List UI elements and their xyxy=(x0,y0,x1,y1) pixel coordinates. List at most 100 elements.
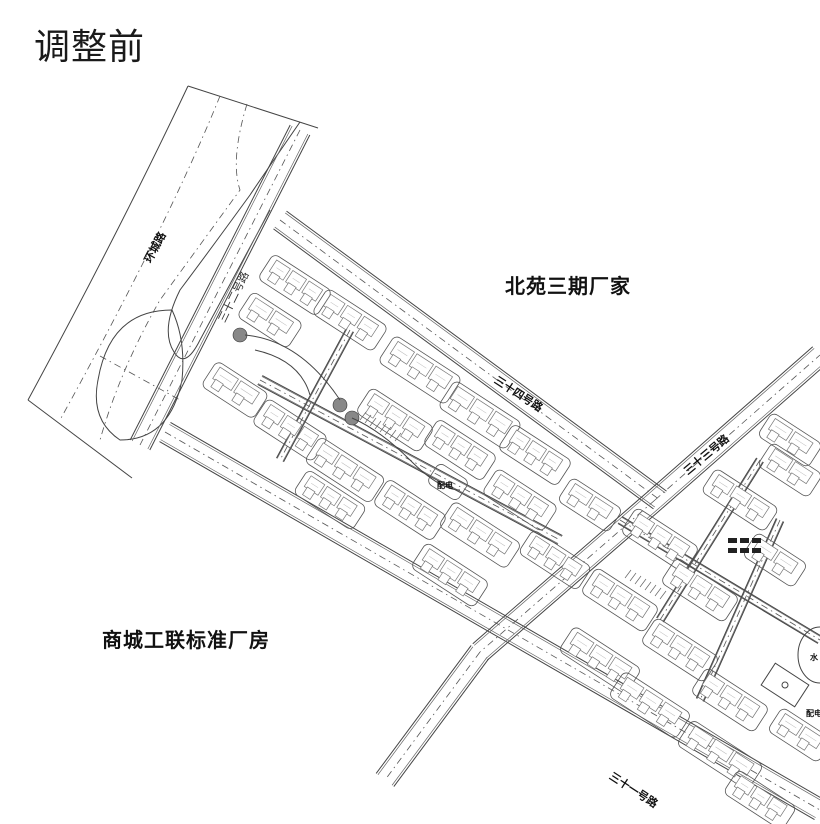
residential-block xyxy=(769,708,820,762)
residential-block xyxy=(759,443,820,497)
building-detail xyxy=(473,453,481,459)
residential-block xyxy=(560,627,640,693)
south-spur-edge xyxy=(391,657,488,786)
inner-street-centerline xyxy=(659,459,761,621)
green-strip-edge xyxy=(167,121,301,360)
building-detail xyxy=(736,493,746,499)
building-detail xyxy=(364,323,372,330)
parking-stall xyxy=(639,578,647,588)
building-detail xyxy=(464,578,474,585)
road-34-edge xyxy=(274,226,655,508)
building-detail xyxy=(457,443,465,448)
building-detail xyxy=(532,448,540,453)
residential-block xyxy=(357,388,433,452)
block-outline xyxy=(519,531,591,589)
building-detail xyxy=(780,558,792,567)
residential-block xyxy=(759,413,820,467)
substation xyxy=(428,464,468,500)
garden-unit xyxy=(447,398,462,413)
inner-street-edge xyxy=(282,331,354,462)
garden-unit xyxy=(796,737,810,751)
building-detail xyxy=(696,582,706,589)
parking-stall xyxy=(659,590,667,600)
ring-road-edge xyxy=(27,85,189,401)
building-detail xyxy=(595,503,607,512)
road-network xyxy=(129,124,820,820)
building-blocks xyxy=(202,255,820,824)
block-outline xyxy=(582,568,658,632)
building-detail xyxy=(240,388,253,397)
block-outline xyxy=(313,289,387,351)
building-detail xyxy=(495,539,506,547)
garden-unit xyxy=(649,635,664,649)
building-detail xyxy=(534,503,542,510)
block-outline xyxy=(702,469,778,531)
garden-unit xyxy=(266,271,281,286)
garden-unit xyxy=(261,416,275,430)
building-detail xyxy=(535,542,544,548)
garden-unit xyxy=(539,462,553,477)
road-31-edge xyxy=(170,422,820,798)
residential-block xyxy=(678,721,762,789)
block-outline xyxy=(610,672,690,738)
building-detail xyxy=(676,642,686,649)
building-detail xyxy=(773,804,781,809)
building-detail xyxy=(516,437,524,443)
garden-unit xyxy=(485,543,500,557)
garden-unit xyxy=(302,486,316,500)
road-34-edge xyxy=(285,212,666,494)
garden-unit xyxy=(485,423,500,438)
parking-stall xyxy=(359,411,367,421)
page-title: 调整前 xyxy=(34,27,146,68)
garden-unit xyxy=(437,571,451,586)
garden-unit xyxy=(617,688,632,703)
garden-unit xyxy=(318,497,332,511)
cross-road-edge xyxy=(472,491,649,645)
garden-unit xyxy=(629,525,644,539)
water-feature-label: 水 xyxy=(810,653,818,662)
basketball-court xyxy=(760,662,810,708)
building-detail xyxy=(275,318,287,326)
residential-block xyxy=(306,438,384,502)
block-outline xyxy=(759,443,820,497)
building-detail xyxy=(659,631,668,637)
road-31-edge xyxy=(160,439,816,818)
inner-street-edge xyxy=(262,375,563,537)
garden-unit xyxy=(605,668,620,682)
garden-unit xyxy=(607,596,621,611)
garden-unit xyxy=(398,507,412,521)
building-detail xyxy=(343,504,351,509)
residential-block xyxy=(379,336,461,404)
garden-unit xyxy=(246,309,260,323)
garden-unit xyxy=(464,457,478,472)
road-33-edge xyxy=(647,346,814,493)
residential-block xyxy=(692,668,768,732)
building-detail xyxy=(639,521,648,527)
building-detail xyxy=(287,422,296,429)
garden-unit xyxy=(337,316,352,331)
building-detail xyxy=(740,782,749,788)
building-detail xyxy=(674,543,684,550)
annotation-mark xyxy=(740,548,749,553)
building-detail xyxy=(341,462,351,469)
building-detail xyxy=(409,423,419,430)
building-detail xyxy=(391,412,401,419)
garden-unit xyxy=(586,507,600,521)
park-path xyxy=(254,349,311,396)
parking-stall xyxy=(654,587,662,597)
building-detail xyxy=(694,653,704,660)
building-detail xyxy=(735,759,748,768)
garden-unit xyxy=(354,327,369,342)
building-detail xyxy=(754,504,763,511)
road-32-centerline xyxy=(139,129,301,446)
annotation-mark xyxy=(752,538,761,543)
block-outline xyxy=(692,668,768,732)
residential-block xyxy=(238,292,302,348)
parking-stall xyxy=(649,584,657,594)
road-32-edge xyxy=(147,133,309,450)
south-spur-edge xyxy=(393,658,490,787)
area-label-north: 北苑三期厂家 xyxy=(505,274,631,298)
road-32-edge xyxy=(129,124,291,441)
annotation-mark xyxy=(752,548,761,553)
block-outline xyxy=(559,478,621,532)
